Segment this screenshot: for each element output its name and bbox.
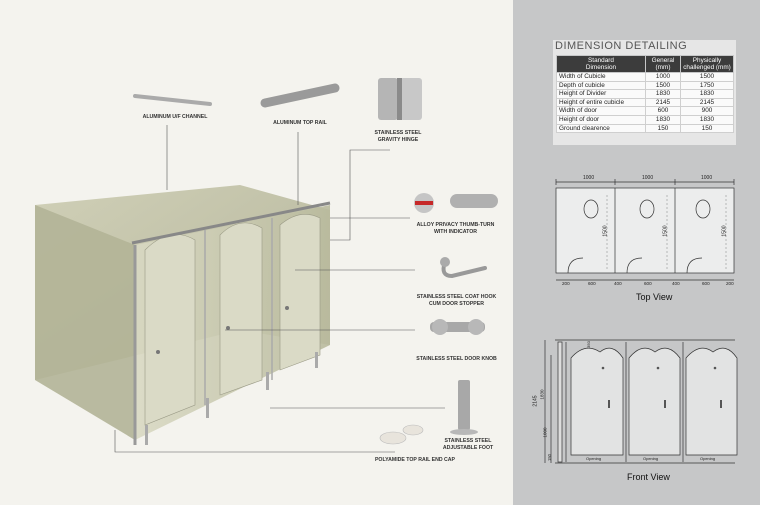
uf-channel-icon [133, 94, 212, 106]
front-height-divider: 1830 [539, 389, 545, 400]
top-width-2: 1000 [642, 175, 654, 181]
adjustable-feet [145, 352, 318, 445]
side-wall-panel [35, 205, 135, 440]
gravity-hinge-icon [378, 78, 398, 120]
label-uf-channel: ALUMINUM U/F CHANNEL [142, 114, 208, 120]
front-opening-2: Opening [643, 456, 659, 461]
coat-hook-icon [441, 260, 487, 279]
cubicle-illustration [35, 78, 498, 453]
door-3 [279, 213, 321, 371]
top-width-1: 1000 [583, 175, 595, 181]
door-2 [219, 222, 263, 396]
table-header-row: Standard Dimension General (mm) Physical… [556, 55, 734, 73]
adjustable-foot-icon [458, 380, 470, 430]
end-cap-icon [379, 431, 407, 445]
top-depth-3: 1500 [721, 225, 728, 237]
top-depth-2: 1500 [662, 225, 669, 237]
label-door-knob: STAINLESS STEEL DOOR KNOB [416, 356, 497, 362]
front-ground-clearance: 150 [547, 454, 552, 461]
front-opening-3: Opening [700, 456, 716, 461]
front-height-total: 2145 [532, 395, 539, 407]
label-top-rail: ALUMINUM TOP RAIL [273, 120, 327, 126]
top-view-label: Top View [636, 292, 673, 302]
front-top-gap: 350 [585, 341, 591, 348]
top-rail-icon [260, 83, 340, 108]
top-width-3: 1000 [701, 175, 713, 181]
dimension-table: Standard Dimension General (mm) Physical… [556, 55, 734, 134]
door-1 [144, 234, 196, 426]
label-end-cap: POLYAMIDE TOP RAIL END CAP [374, 457, 456, 463]
front-view-label: Front View [627, 472, 670, 482]
dimension-title: DIMENSION DETAILING [555, 40, 688, 52]
front-opening-1: Opening [586, 456, 602, 461]
top-depth-1: 1500 [602, 225, 609, 237]
front-height-lock: 1000 [542, 427, 548, 438]
top-rail [131, 201, 331, 245]
